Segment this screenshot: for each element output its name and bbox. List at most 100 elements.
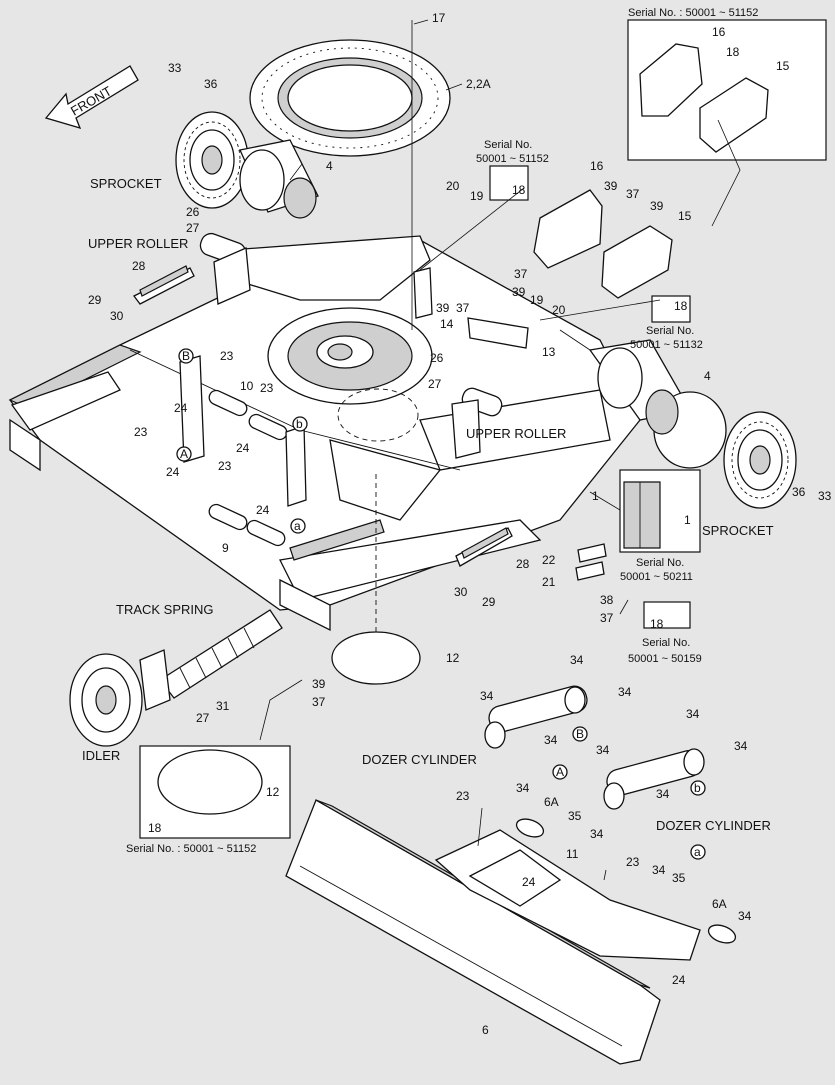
sprocket-left: [175, 111, 249, 209]
leader-lines: [259, 19, 741, 881]
callout: 34: [480, 689, 494, 703]
callout: 27: [428, 377, 442, 391]
serial-center-1: Serial No.: [484, 139, 532, 151]
track-guard-left: [133, 265, 195, 305]
callout: 20: [446, 179, 460, 193]
callout: 33: [818, 489, 832, 503]
callout: 10: [240, 379, 254, 393]
callout: 28: [516, 557, 530, 571]
serial-box-bottom-left: [139, 745, 291, 839]
callout: 18: [674, 299, 688, 313]
callout: 39: [436, 301, 450, 315]
callout: 27: [196, 711, 210, 725]
callout: 4: [704, 369, 711, 383]
label-dozer-cylinder-right: DOZER CYLINDER: [656, 818, 771, 833]
label-dozer-cylinder-left: DOZER CYLINDER: [362, 752, 477, 767]
serial-box-center: [489, 165, 529, 201]
callout: 30: [110, 309, 124, 323]
callout: 23: [218, 459, 232, 473]
callout: 24: [256, 503, 270, 517]
callout: 23: [626, 855, 640, 869]
label-sprocket-right: SPROCKET: [702, 523, 774, 538]
pins-9: [208, 503, 286, 547]
idler: [69, 649, 171, 747]
serial-top-right: Serial No. : 50001 ~ 51152: [628, 7, 758, 19]
callout: 27: [186, 221, 200, 235]
callout: 39: [312, 677, 326, 691]
upper-roller-center: [451, 387, 503, 459]
callout: 18: [726, 45, 740, 59]
callout: 1: [684, 513, 691, 527]
callout: 23: [134, 425, 148, 439]
callout: 39: [604, 179, 618, 193]
callout: 37: [600, 611, 614, 625]
callout: 37: [312, 695, 326, 709]
serial-center-2: 50001 ~ 51152: [476, 153, 549, 165]
circled-letters: B A b a B A b a: [176, 348, 706, 860]
circle-a-1: a: [294, 519, 301, 533]
serial-right-1: Serial No.: [646, 325, 694, 337]
callout: 1: [592, 489, 599, 503]
callout: 24: [236, 441, 250, 455]
circle-b-1: b: [296, 417, 303, 431]
callout: 19: [470, 189, 484, 203]
label-track-spring: TRACK SPRING: [116, 602, 214, 617]
dozer-cylinder-left: [484, 685, 588, 749]
circle-b-2: b: [694, 781, 701, 795]
callout: 18: [512, 183, 526, 197]
callout: 16: [590, 159, 604, 173]
track-guard-right: [455, 527, 513, 567]
callout: 34: [686, 707, 700, 721]
callout: 23: [220, 349, 234, 363]
callout: 29: [88, 293, 102, 307]
dozer-arms: [434, 818, 737, 961]
callout: 38: [600, 593, 614, 607]
callout: 29: [482, 595, 496, 609]
callout: 14: [440, 317, 454, 331]
label-sprocket-left: SPROCKET: [90, 176, 162, 191]
callout: 34: [570, 653, 584, 667]
callout: 13: [542, 345, 556, 359]
covers-15-16-center: [533, 189, 673, 299]
circle-A-1: A: [180, 447, 188, 461]
callout: 34: [544, 733, 558, 747]
callout: 26: [430, 351, 444, 365]
sprocket-right: [723, 411, 797, 509]
circle-B-2: B: [576, 727, 584, 741]
callout: 16: [712, 25, 726, 39]
callout: 23: [260, 381, 274, 395]
callout: 34: [652, 863, 666, 877]
callout: 33: [168, 61, 182, 75]
callout: 34: [656, 787, 670, 801]
callout: 4: [326, 159, 333, 173]
callout: 35: [568, 809, 582, 823]
callout: 24: [174, 401, 188, 415]
callout: 34: [590, 827, 604, 841]
callout: 39: [650, 199, 664, 213]
circle-A-2: A: [556, 765, 564, 779]
dozer-cylinder-right: [603, 748, 705, 810]
callout: 36: [204, 77, 218, 91]
serial-box-plug: [643, 601, 691, 629]
callout: 22: [542, 553, 556, 567]
callout: 23: [456, 789, 470, 803]
callout: 6A: [712, 897, 727, 911]
serial-box-top-right: [627, 19, 827, 161]
callout: 34: [516, 781, 530, 795]
callout: 6: [482, 1023, 489, 1037]
pins-10: [208, 389, 288, 441]
cover-14: [413, 267, 433, 319]
front-arrow: FRONT: [44, 65, 139, 130]
serial-bottom-left: Serial No. : 50001 ~ 51152: [126, 843, 256, 855]
callout: 15: [776, 59, 790, 73]
callout: 2,2A: [466, 77, 491, 91]
callout: 19: [530, 293, 544, 307]
callout: 24: [166, 465, 180, 479]
callout: 18: [148, 821, 162, 835]
callout: 18: [650, 617, 664, 631]
callout: 6A: [544, 795, 559, 809]
serial-right-2: 50001 ~ 51132: [630, 339, 703, 351]
callout: 17: [432, 11, 446, 25]
plate-12: [331, 470, 421, 685]
